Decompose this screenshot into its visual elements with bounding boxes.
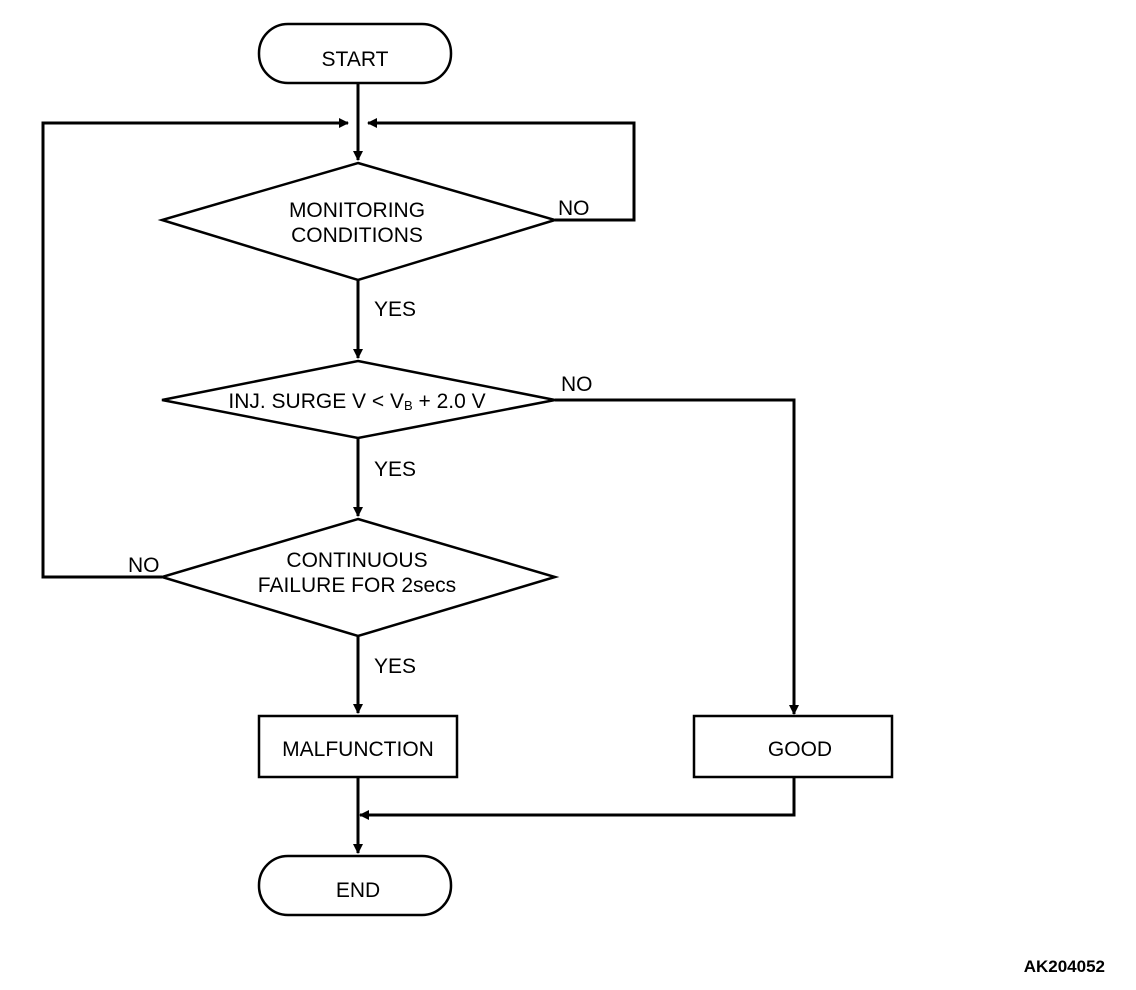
decision-surge-yes-label: YES [374, 458, 416, 481]
process-good-label: GOOD [768, 738, 832, 761]
decision-continuous-no-label: NO [128, 554, 160, 577]
decision-surge-no-label: NO [561, 373, 593, 396]
decision-monitoring-yes-label: YES [374, 298, 416, 321]
decision-continuous-line1: CONTINUOUS [286, 549, 427, 572]
connector-continuous-no-loop [41, 118, 349, 579]
connector-monitoring-no-loop [367, 118, 636, 222]
decision-monitoring-no-label: NO [558, 197, 590, 220]
decision-monitoring-line2: CONDITIONS [291, 224, 423, 247]
figure-id: AK204052 [1024, 957, 1105, 976]
decision-surge-prefix: INJ. SURGE V < V [228, 390, 404, 413]
connector-good-to-end [359, 777, 796, 820]
connector-surge-no [555, 398, 799, 715]
end-terminator [257, 854, 453, 917]
end-label: END [336, 879, 380, 902]
decision-continuous-line2: FAILURE FOR 2secs [258, 574, 456, 597]
decision-surge-label: INJ. SURGE V < VB + 2.0 V [228, 390, 485, 413]
decision-monitoring-line1: MONITORING [289, 199, 425, 222]
start-label: START [322, 48, 389, 71]
decision-surge-suffix: + 2.0 V [413, 390, 486, 413]
decision-continuous-yes-label: YES [374, 655, 416, 678]
process-malfunction-label: MALFUNCTION [282, 738, 434, 761]
decision-surge-subscript: B [404, 398, 413, 413]
start-terminator [257, 22, 453, 85]
